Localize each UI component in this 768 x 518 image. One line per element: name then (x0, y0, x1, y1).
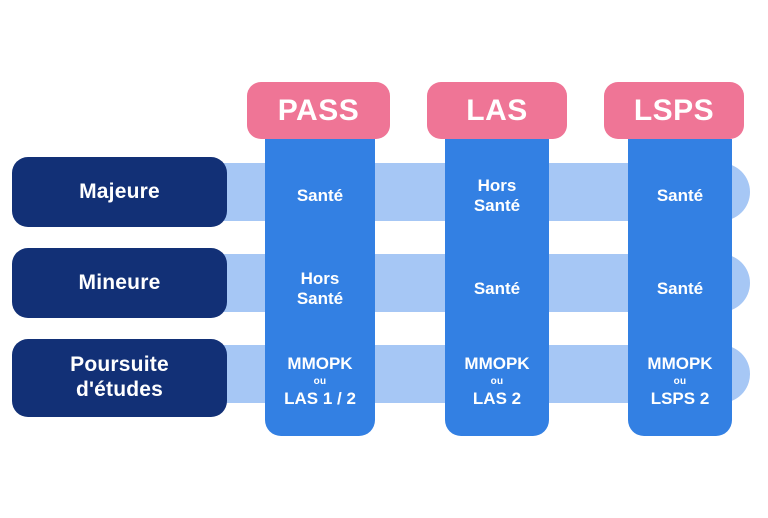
cell-pass-poursuite-line2: LAS 1 / 2 (284, 389, 356, 408)
cell-lsps-poursuite-line2: LSPS 2 (650, 389, 710, 408)
column-body-las: Hors Santé Santé MMOPK ou LAS 2 (445, 139, 549, 436)
cell-pass-majeure-line1: Santé (296, 185, 344, 205)
row-label-mineure: Mineure (12, 248, 227, 318)
cell-lsps-poursuite-line1: MMOPK (647, 354, 713, 374)
cell-lsps-mineure: Santé (628, 242, 732, 335)
row-label-poursuite-etudes: Poursuite d'études (12, 339, 227, 417)
cell-las-mineure: Santé (445, 242, 549, 335)
cell-las-poursuite-line1: MMOPK (464, 354, 530, 374)
row-label-poursuite-etudes-text-line2: d'études (75, 378, 164, 401)
cell-las-poursuite-line2: LAS 2 (472, 389, 522, 408)
cell-lsps-majeure: Santé (628, 139, 732, 242)
cell-las-poursuite-etudes: MMOPK ou LAS 2 (445, 335, 549, 436)
cell-las-majeure-line1: Hors (477, 175, 517, 195)
cell-pass-poursuite-connector: ou (313, 376, 327, 387)
column-header-lsps[interactable]: LSPS (604, 82, 744, 139)
cell-las-poursuite-connector: ou (490, 376, 504, 387)
row-label-poursuite-etudes-text-line1: Poursuite (70, 353, 169, 377)
cell-pass-majeure: Santé (265, 139, 375, 242)
column-body-lsps: Santé Santé MMOPK ou LSPS 2 (628, 139, 732, 436)
cell-lsps-poursuite-etudes: MMOPK ou LSPS 2 (628, 335, 732, 436)
column-body-pass: Santé Hors Santé MMOPK ou LAS 1 / 2 (265, 139, 375, 436)
cell-pass-poursuite-etudes: MMOPK ou LAS 1 / 2 (265, 335, 375, 436)
cell-pass-poursuite-line1: MMOPK (287, 354, 353, 374)
cell-las-majeure: Hors Santé (445, 139, 549, 242)
cell-lsps-poursuite-connector: ou (673, 376, 687, 387)
cell-lsps-mineure-line1: Santé (656, 278, 704, 298)
cell-las-mineure-line1: Santé (473, 278, 521, 298)
column-header-pass[interactable]: PASS (247, 82, 390, 139)
cell-las-majeure-line2: Santé (473, 195, 521, 215)
cell-pass-mineure-line1: Hors (300, 268, 340, 288)
column-header-las[interactable]: LAS (427, 82, 567, 139)
cell-pass-mineure-line2: Santé (296, 288, 344, 308)
row-label-mineure-text: Mineure (78, 270, 161, 294)
row-label-majeure-text: Majeure (79, 179, 160, 203)
cell-pass-mineure: Hors Santé (265, 242, 375, 335)
row-label-majeure: Majeure (12, 157, 227, 227)
cell-lsps-majeure-line1: Santé (656, 185, 704, 205)
